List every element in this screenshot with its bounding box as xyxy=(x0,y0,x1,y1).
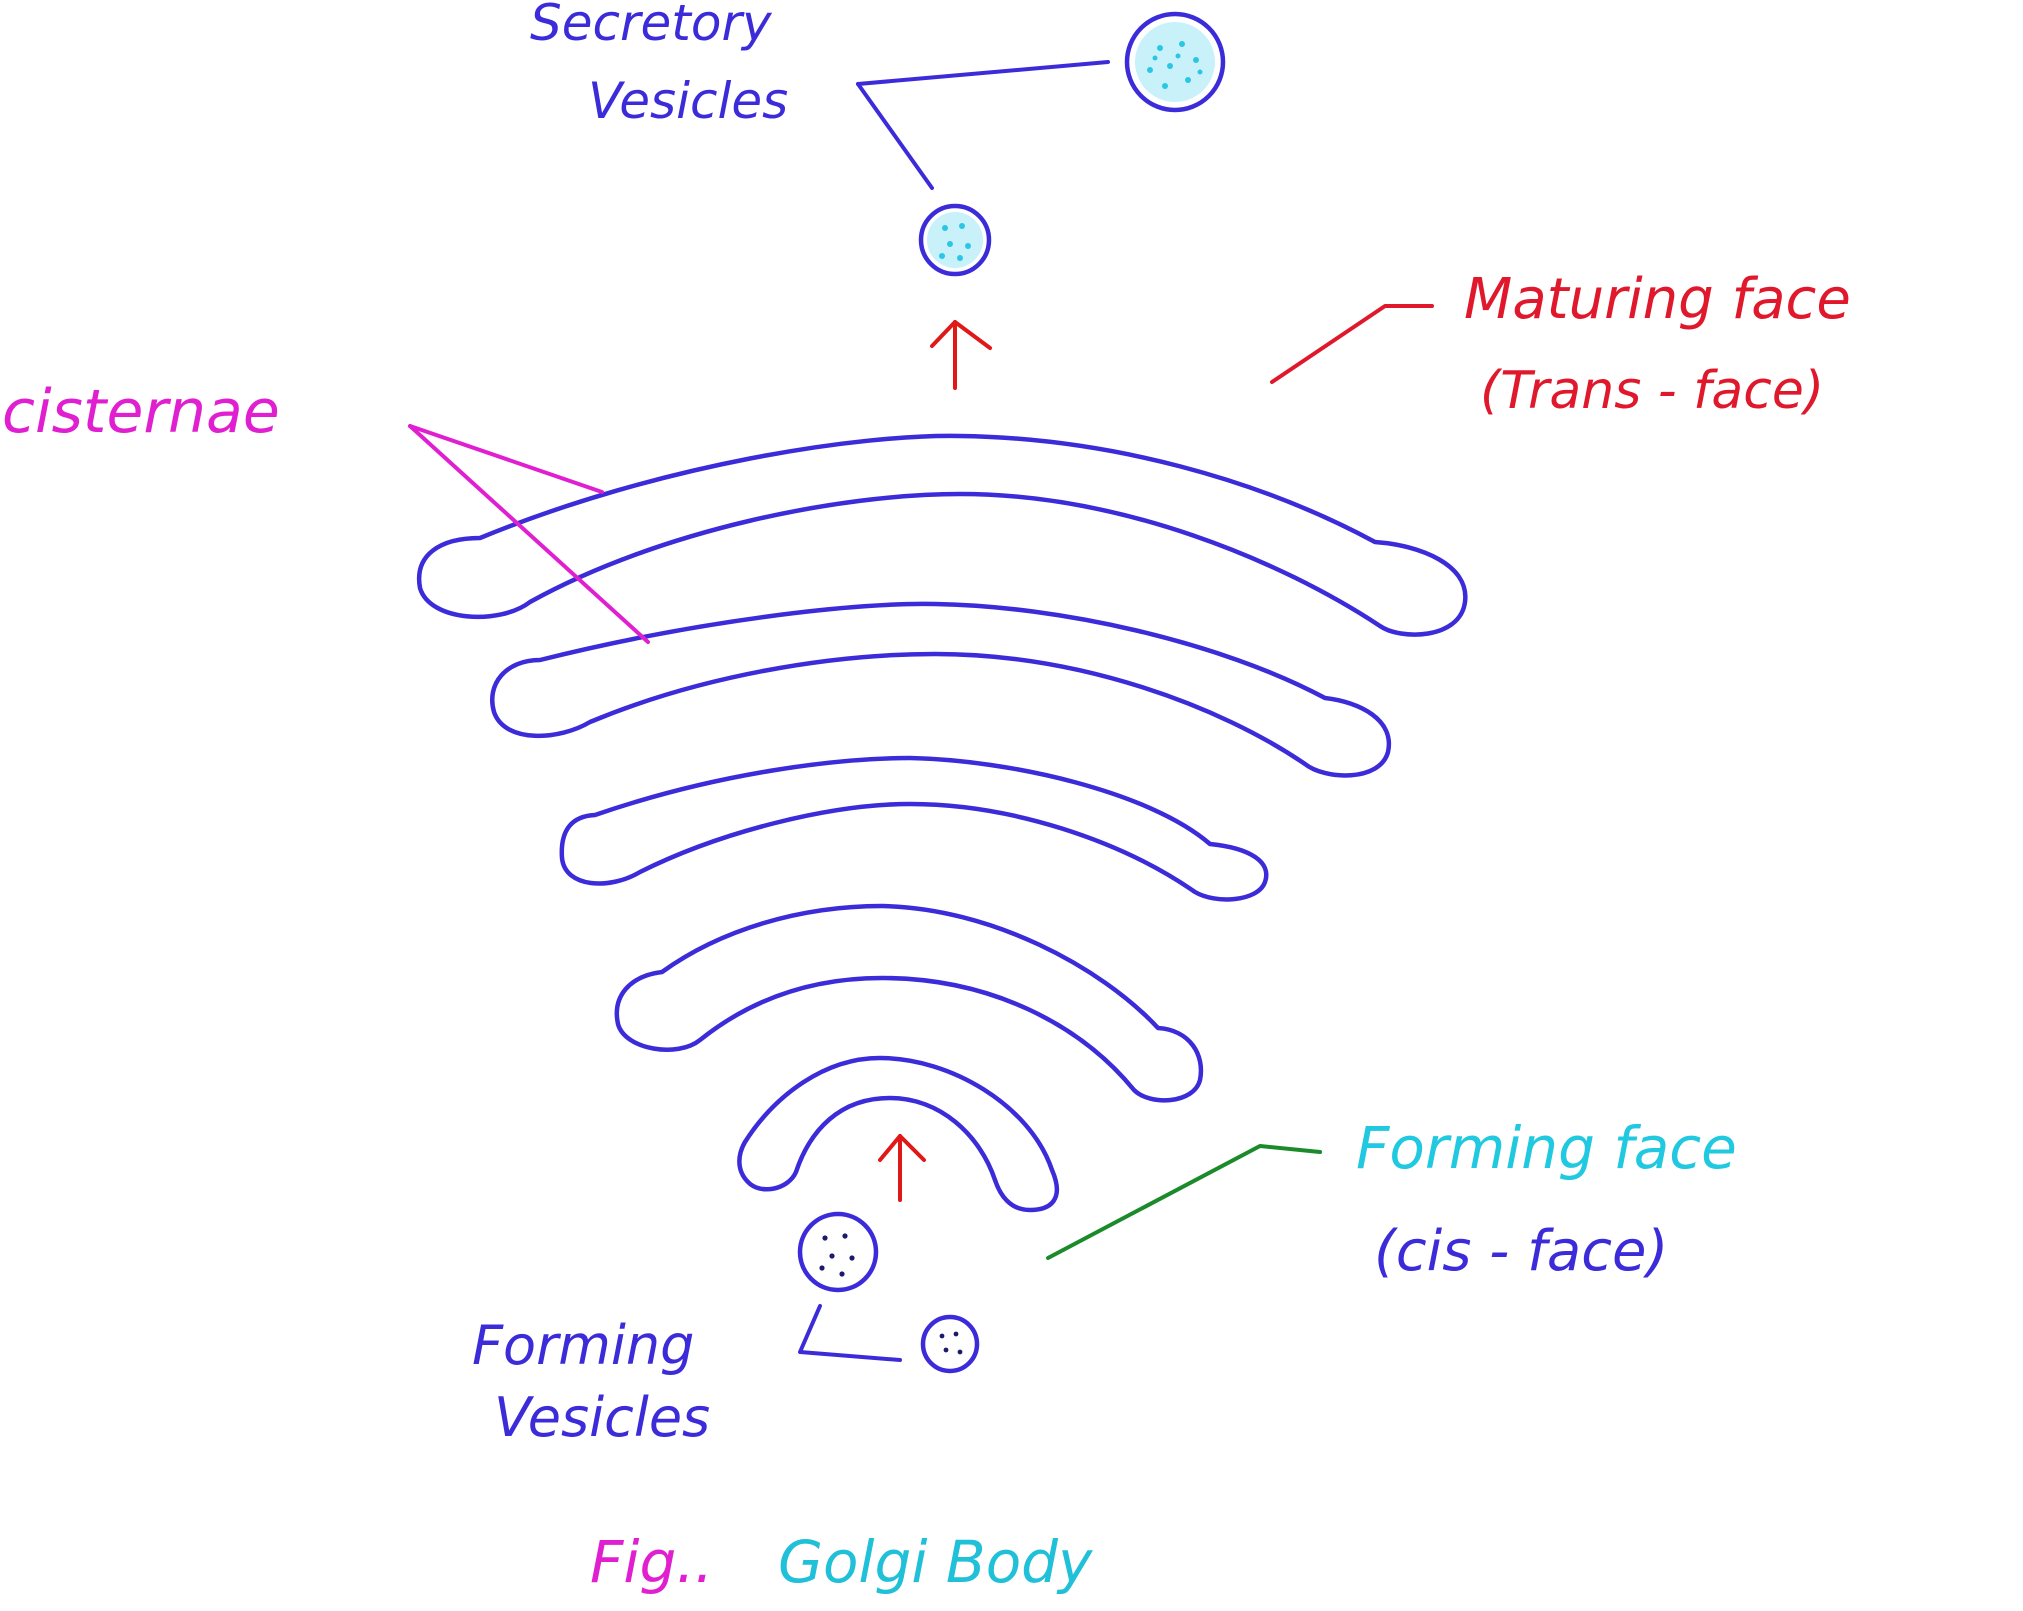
cisternae-leader xyxy=(408,424,650,644)
forming-vesicles-label-line1: Forming xyxy=(472,1314,694,1377)
cisterna-3 xyxy=(559,755,1269,902)
cis-face-label: (cis - face) xyxy=(1374,1219,1668,1284)
cisterna-1 xyxy=(416,433,1468,637)
secretory-vesicle-small xyxy=(918,203,992,277)
arrow-up-bottom xyxy=(878,1134,926,1202)
cisterna-5 xyxy=(737,1055,1060,1213)
forming-vesicles xyxy=(797,1211,980,1374)
cisternae-stack xyxy=(416,433,1468,1213)
arrow-up-top xyxy=(930,320,992,390)
cisternae-label: cisternae xyxy=(2,377,280,447)
caption-title: Golgi Body xyxy=(778,1528,1093,1596)
maturing-face-leader xyxy=(1270,304,1434,384)
secretory-vesicles-leader xyxy=(856,60,1110,190)
trans-face-label: (Trans - face) xyxy=(1480,361,1824,421)
cisterna-4 xyxy=(614,903,1204,1103)
maturing-face-label: Maturing face xyxy=(1464,267,1851,332)
forming-face-label: Forming face xyxy=(1356,1114,1737,1182)
cisterna-2 xyxy=(490,601,1392,778)
secretory-vesicle-large xyxy=(1124,11,1226,113)
secretory-vesicles-label-line2: Vesicles xyxy=(588,72,788,130)
caption-fig: Fig.. xyxy=(590,1528,713,1596)
forming-face-leader xyxy=(1046,1144,1322,1260)
secretory-vesicles xyxy=(918,11,1226,277)
labels: Secretory Vesicles Maturing face (Trans … xyxy=(2,0,1851,1596)
secretory-vesicles-label-line1: Secretory xyxy=(530,0,773,52)
forming-vesicles-leader xyxy=(798,1304,902,1362)
direction-arrows xyxy=(878,320,992,1202)
forming-vesicle-2 xyxy=(920,1314,980,1374)
forming-vesicle-1 xyxy=(797,1211,879,1293)
forming-vesicles-label-line2: Vesicles xyxy=(494,1386,710,1449)
